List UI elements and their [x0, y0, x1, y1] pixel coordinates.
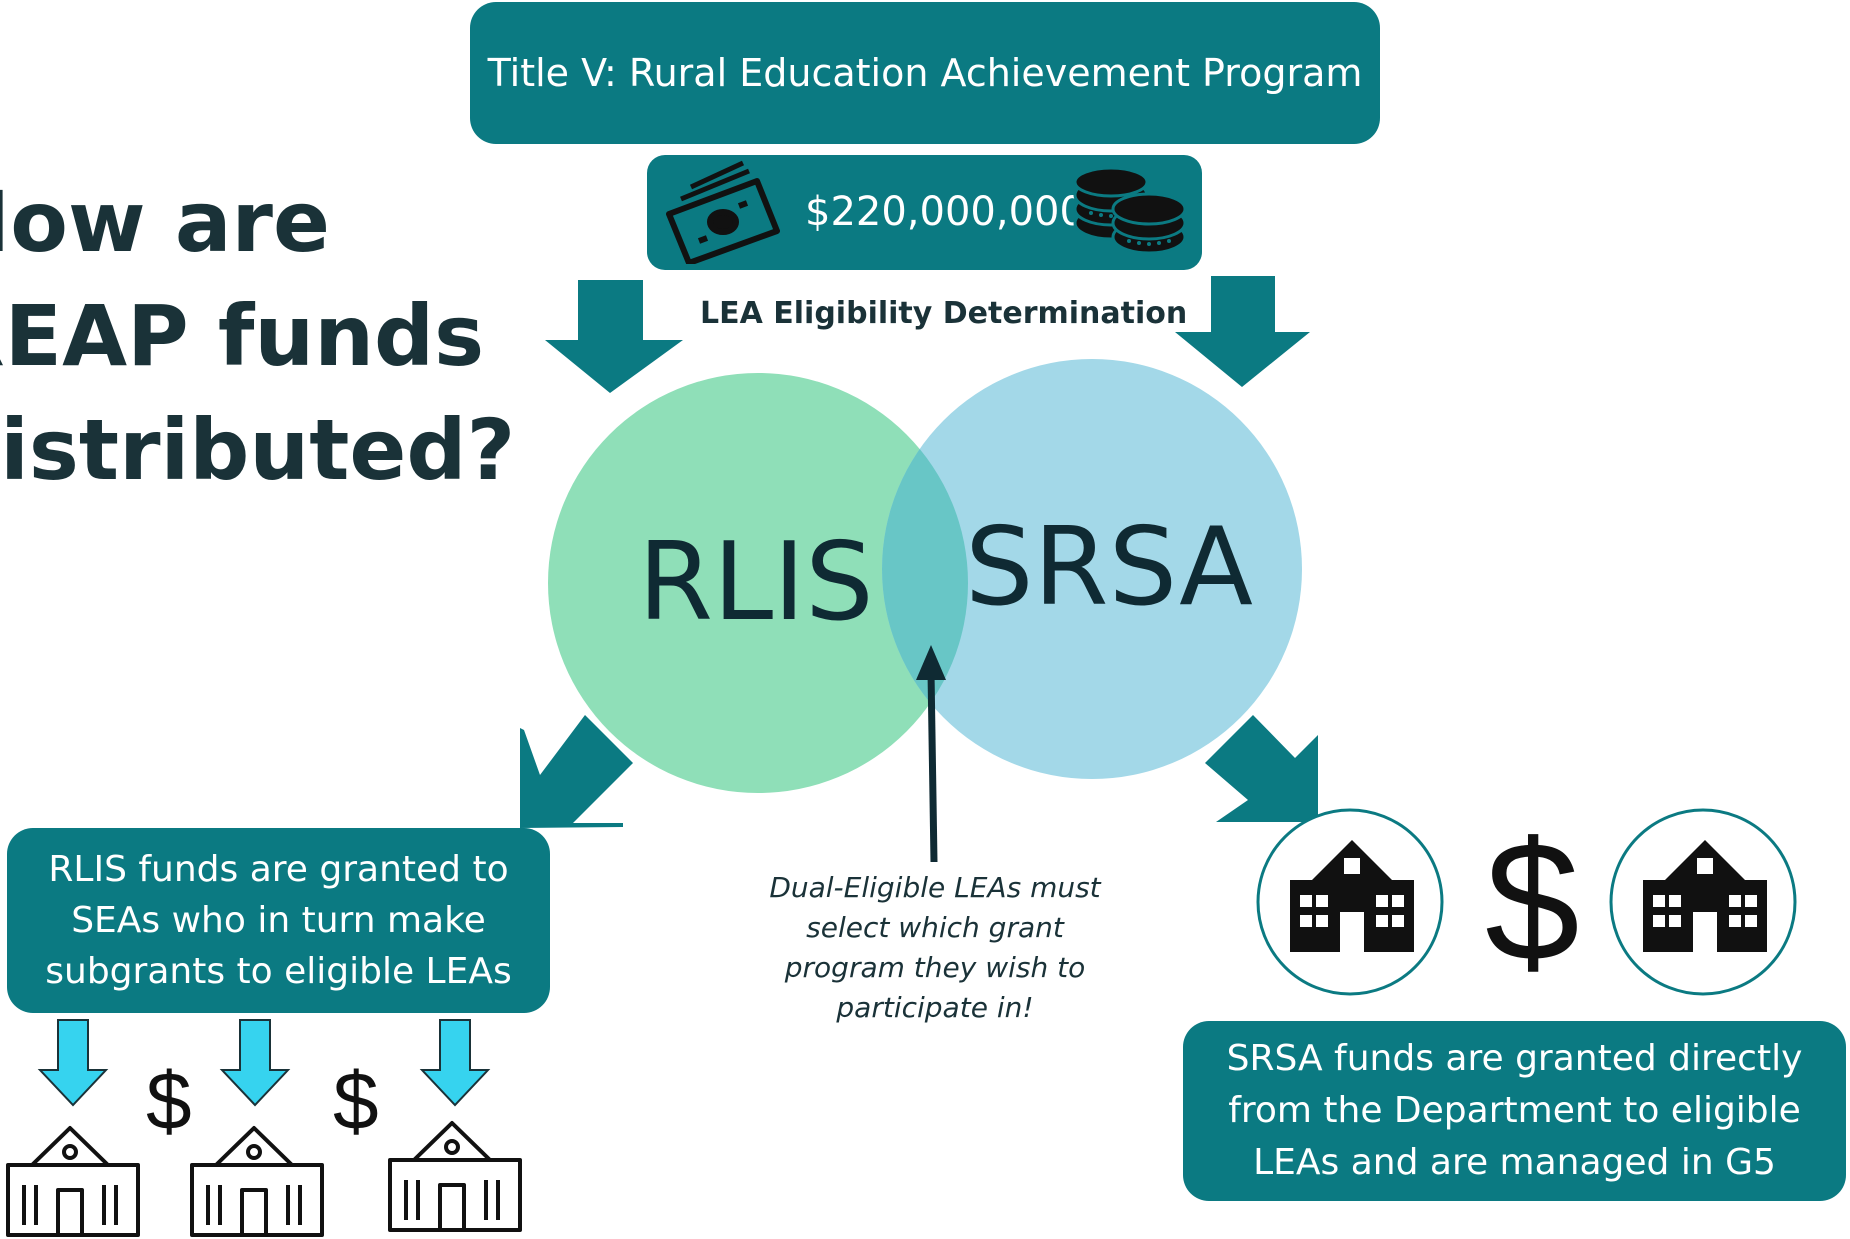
down-arrow-icon: [545, 280, 683, 393]
coin-stack-icon: [1073, 166, 1187, 255]
srsa-circle: [882, 359, 1302, 779]
program-title: Title V: Rural Education Achievement Pro…: [487, 51, 1363, 95]
dollar-sign-icon: $: [146, 1056, 192, 1147]
funding-box: $220,000,000: [647, 155, 1202, 270]
down-arrow-icon: [37, 1019, 109, 1107]
headline-line-3: distributed?: [0, 401, 516, 499]
srsa-label: SRSA: [965, 505, 1254, 630]
down-left-arrow-icon: [520, 715, 633, 828]
school-building-icon: [190, 1126, 324, 1237]
school-building-icon: [388, 1121, 522, 1232]
headline-line-1: How are: [0, 173, 330, 271]
rlis-circle: [548, 373, 968, 793]
down-arrow-icon: [219, 1019, 291, 1107]
dollar-sign-icon: $: [1485, 807, 1580, 997]
down-arrow-icon: [1175, 276, 1310, 387]
program-title-box: Title V: Rural Education Achievement Pro…: [470, 2, 1380, 144]
headline-line-2: REAP funds: [0, 287, 485, 385]
srsa-description-box: SRSA funds are granted directly from the…: [1183, 1021, 1846, 1201]
headline: How are REAP funds distributed?: [0, 165, 516, 507]
down-right-arrow-icon: [1205, 715, 1318, 822]
dollar-sign-icon: $: [333, 1056, 379, 1147]
srsa-description: SRSA funds are granted directly from the…: [1226, 1038, 1803, 1183]
eligibility-label: LEA Eligibility Determination: [700, 296, 1188, 331]
up-arrow-icon: [916, 645, 946, 680]
rlis-description: RLIS funds are granted to SEAs who in tu…: [45, 849, 512, 992]
funding-amount: $220,000,000: [805, 189, 1085, 235]
rlis-description-box: RLIS funds are granted to SEAs who in tu…: [7, 828, 550, 1013]
school-building-icon: [1290, 840, 1414, 952]
school-building-icon: [6, 1126, 140, 1237]
rlis-label: RLIS: [638, 520, 874, 645]
dual-eligible-note: Dual-Eligible LEAs must select which gra…: [769, 871, 1101, 1024]
money-bill-icon: [666, 160, 780, 264]
school-building-icon: [1643, 840, 1767, 952]
down-arrow-icon: [419, 1019, 491, 1107]
